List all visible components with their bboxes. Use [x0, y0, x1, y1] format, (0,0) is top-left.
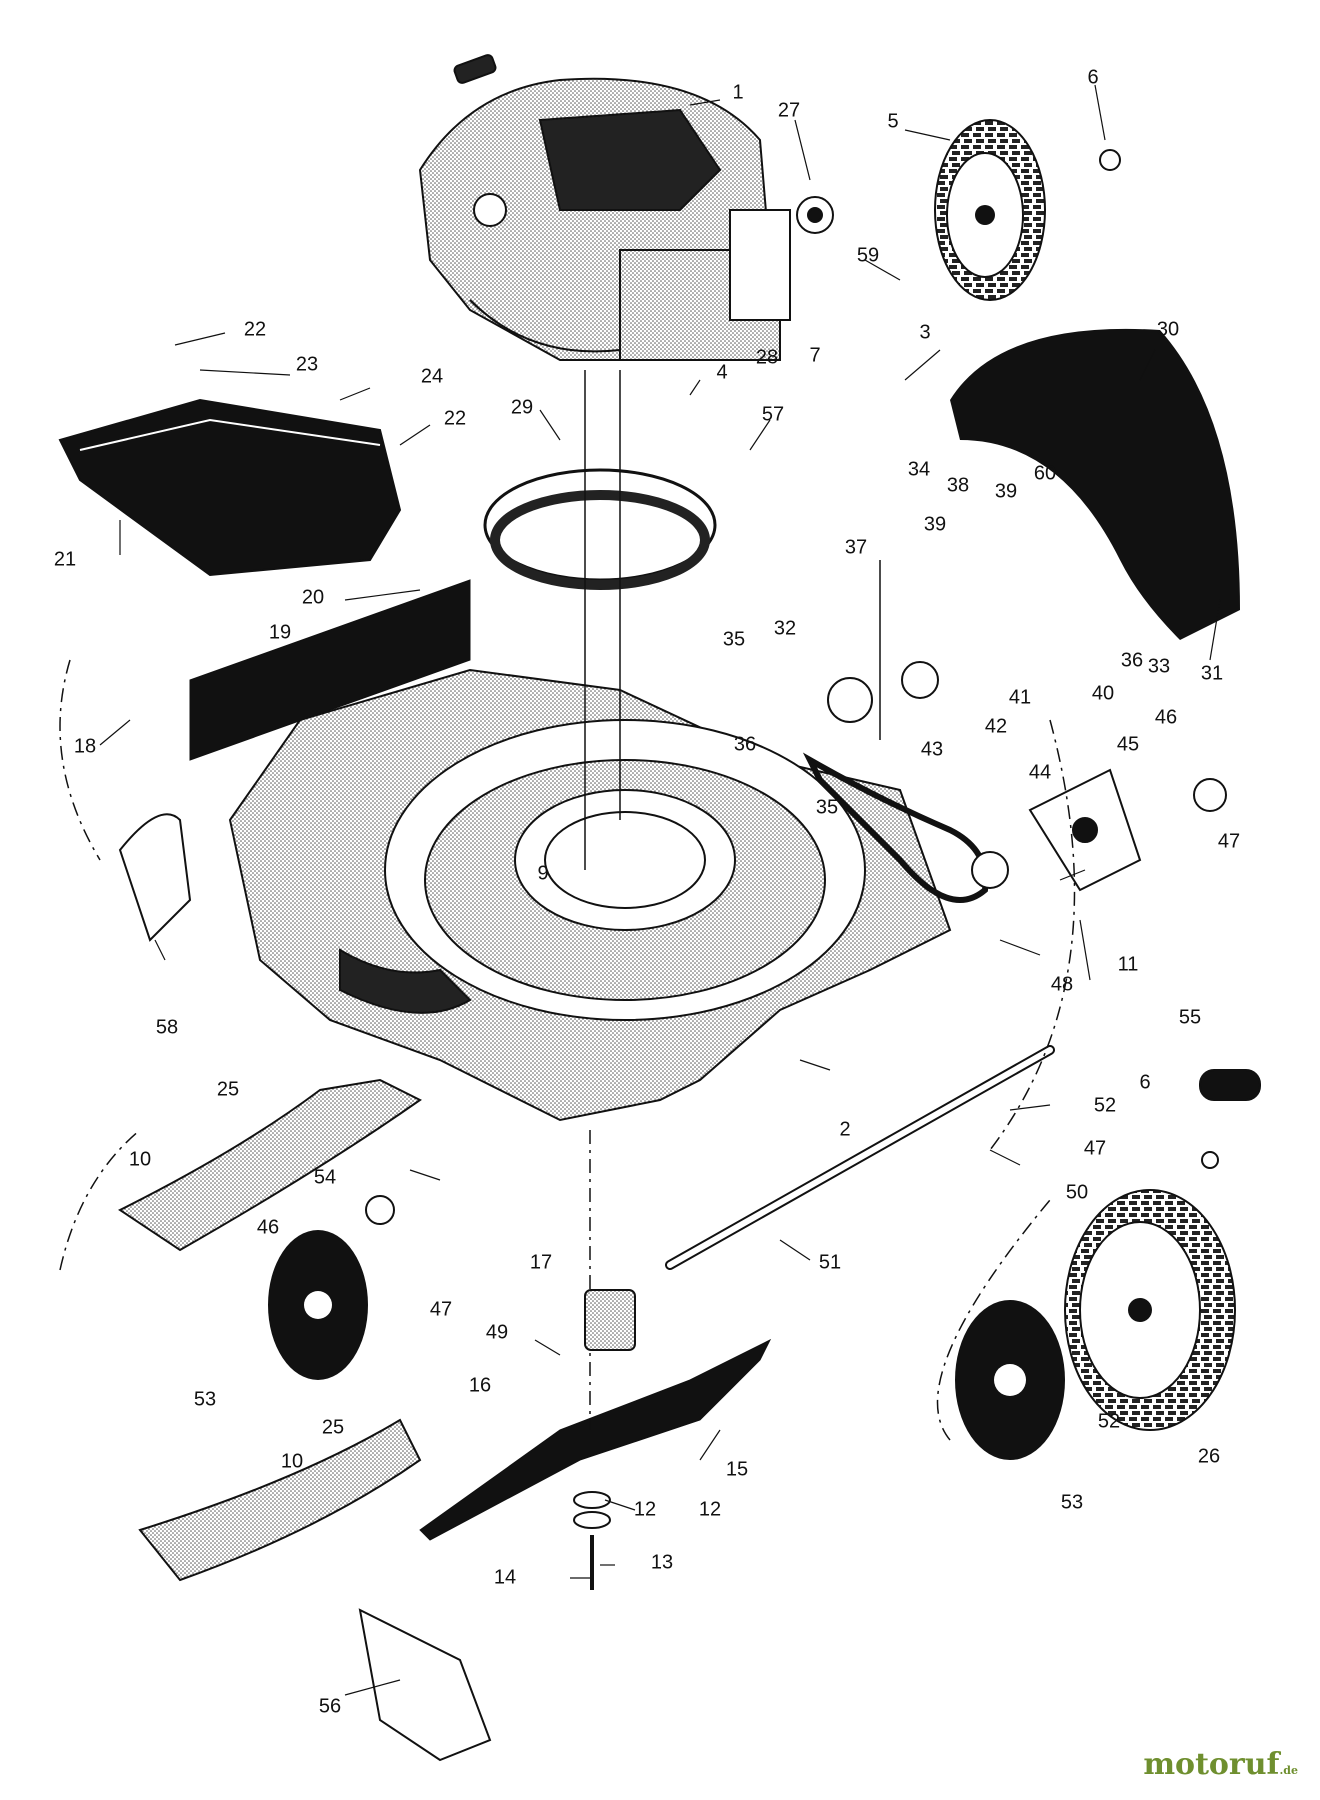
- part-label-32: 32: [773, 617, 797, 640]
- part-label-24: 24: [420, 365, 444, 388]
- part-label-56: 56: [318, 1695, 342, 1718]
- part-label-36-repeat: 36: [733, 733, 757, 756]
- part-label-27: 27: [777, 99, 801, 122]
- part-label-31: 31: [1200, 662, 1224, 685]
- part-label-7: 7: [809, 344, 821, 367]
- wheel-front-right: [1064, 1189, 1236, 1431]
- part-label-30: 30: [1156, 318, 1180, 341]
- height-adjuster-rear-left: [118, 813, 192, 942]
- part-label-13: 13: [650, 1551, 674, 1574]
- part-label-40: 40: [1091, 682, 1115, 705]
- part-label-52-repeat: 52: [1097, 1410, 1121, 1433]
- wheel-rear-top: [934, 119, 1046, 301]
- part-label-12: 12: [698, 1498, 722, 1521]
- part-label-25-repeat: 25: [321, 1416, 345, 1439]
- rear-flap: [58, 398, 402, 577]
- part-label-18: 18: [73, 735, 97, 758]
- part-label-1: 1: [732, 81, 744, 104]
- part-label-12-repeat: 12: [633, 1498, 657, 1521]
- leader-lines: [99, 84, 1221, 1696]
- part-label-2: 2: [839, 1118, 851, 1141]
- part-label-41: 41: [1008, 686, 1032, 709]
- rear-baffle: [189, 579, 471, 761]
- part-label-29: 29: [510, 396, 534, 419]
- part-label-50: 50: [1065, 1181, 1089, 1204]
- part-label-37: 37: [844, 536, 868, 559]
- part-label-44: 44: [1028, 761, 1052, 784]
- part-label-20: 20: [301, 586, 325, 609]
- part-label-17: 17: [529, 1251, 553, 1274]
- part-label-43: 43: [920, 738, 944, 761]
- part-label-48: 48: [1050, 973, 1074, 996]
- part-label-35: 35: [722, 628, 746, 651]
- side-skirt-upper: [118, 1078, 422, 1252]
- part-label-10: 10: [128, 1148, 152, 1171]
- part-label-28: 28: [755, 346, 779, 369]
- part-label-55: 55: [1178, 1006, 1202, 1029]
- motoruf-watermark: motoruf.de: [1143, 1747, 1298, 1782]
- rear-shield: [950, 328, 1240, 640]
- part-label-25: 25: [216, 1078, 240, 1101]
- part-label-33: 33: [1147, 655, 1171, 678]
- part-label-26: 26: [1197, 1445, 1221, 1468]
- part-label-53: 53: [193, 1388, 217, 1411]
- mulch-plug: [358, 1608, 492, 1762]
- hubcap-left: [268, 1230, 368, 1380]
- part-label-35-repeat: 35: [815, 796, 839, 819]
- part-label-21: 21: [53, 548, 77, 571]
- side-skirt-lower: [138, 1418, 422, 1582]
- hubcap-right: [955, 1300, 1065, 1460]
- part-label-6-repeat: 6: [1139, 1071, 1151, 1094]
- part-label-4: 4: [716, 361, 728, 384]
- part-label-57: 57: [761, 403, 785, 426]
- part-label-42: 42: [984, 715, 1008, 738]
- part-label-47: 47: [1217, 830, 1241, 853]
- part-label-39-repeat: 39: [923, 513, 947, 536]
- part-label-5: 5: [887, 110, 899, 133]
- part-label-38: 38: [946, 474, 970, 497]
- part-label-45: 45: [1116, 733, 1140, 756]
- part-label-19: 19: [268, 621, 292, 644]
- part-label-22: 22: [243, 318, 267, 341]
- engine: [418, 54, 791, 361]
- part-label-14: 14: [493, 1566, 517, 1589]
- part-label-52: 52: [1093, 1094, 1117, 1117]
- baffle-ring: [483, 468, 717, 590]
- part-label-60: 60: [1033, 462, 1057, 485]
- part-label-34: 34: [907, 458, 931, 481]
- part-label-22-repeat: 22: [443, 407, 467, 430]
- part-label-3: 3: [919, 321, 931, 344]
- part-label-51: 51: [818, 1251, 842, 1274]
- part-label-23: 23: [295, 353, 319, 376]
- part-label-49: 49: [485, 1321, 509, 1344]
- part-label-53-repeat: 53: [1060, 1491, 1084, 1514]
- part-label-10-repeat: 10: [280, 1450, 304, 1473]
- part-label-39: 39: [994, 480, 1018, 503]
- part-label-9: 9: [537, 862, 549, 885]
- mower-deck: [228, 668, 952, 1122]
- assembly-guide-lines: [59, 659, 1076, 1441]
- part-label-6: 6: [1087, 66, 1099, 89]
- part-label-16: 16: [468, 1374, 492, 1397]
- height-adjuster-front-right: [1028, 768, 1142, 892]
- part-label-54: 54: [313, 1166, 337, 1189]
- part-label-46-repeat: 46: [256, 1216, 280, 1239]
- part-label-58: 58: [155, 1016, 179, 1039]
- part-label-46: 46: [1154, 706, 1178, 729]
- part-label-15: 15: [725, 1458, 749, 1481]
- blade: [419, 1338, 772, 1541]
- part-label-11: 11: [1117, 953, 1139, 976]
- part-label-59: 59: [856, 244, 880, 267]
- part-label-36: 36: [1120, 649, 1144, 672]
- part-label-47-repeat: 47: [1083, 1137, 1107, 1160]
- hardware: [365, 149, 1261, 1590]
- part-label-47-repeat: 47: [429, 1298, 453, 1321]
